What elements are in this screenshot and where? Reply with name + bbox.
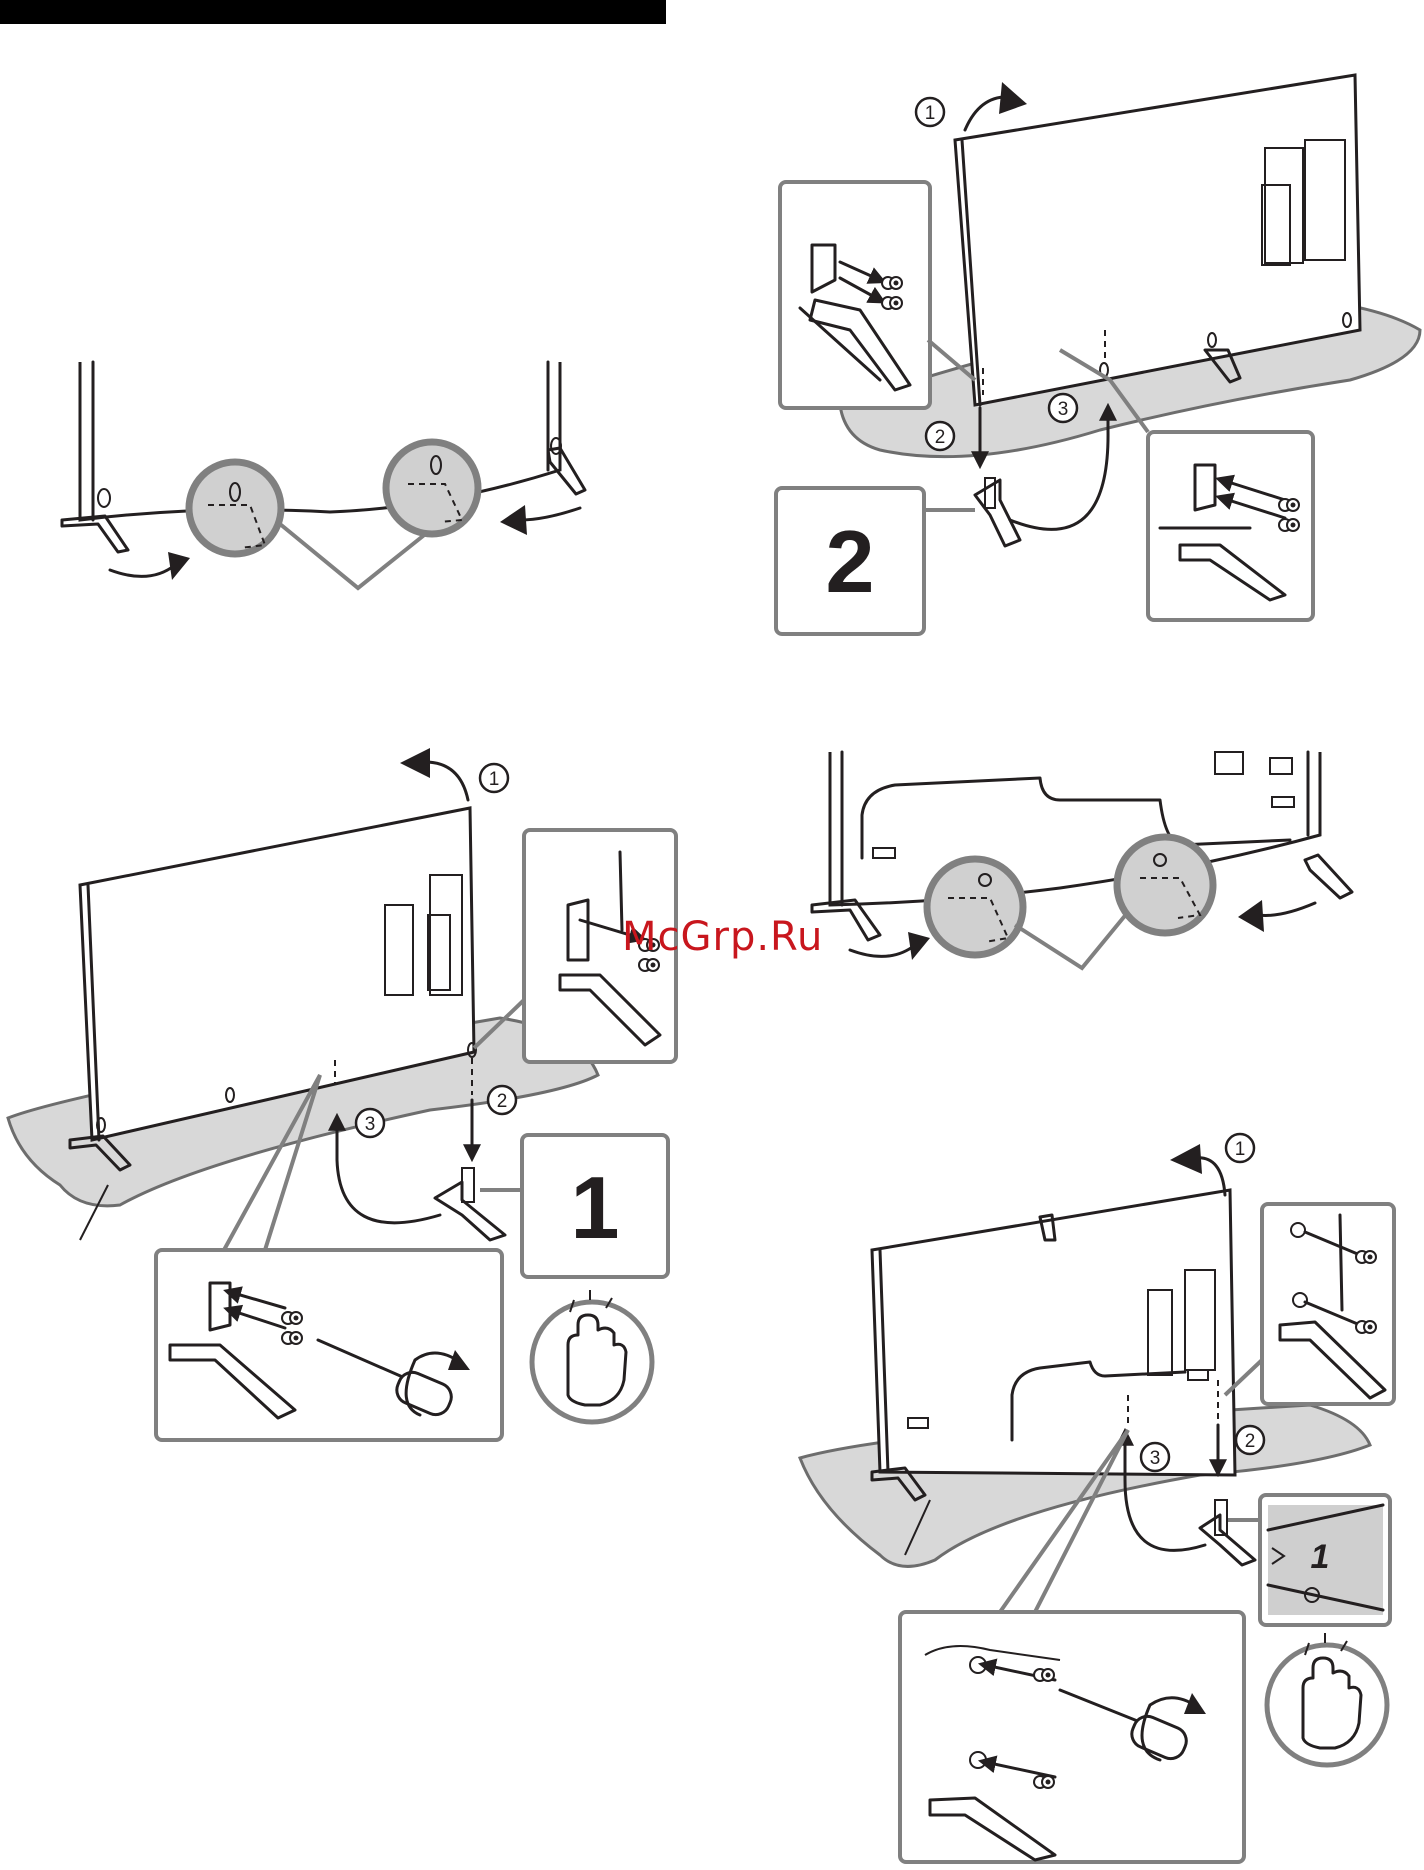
marker-3: 3 — [1058, 399, 1069, 420]
watermark: McGrp.Ru — [622, 914, 823, 960]
panel-remove-stand — [62, 362, 585, 588]
screw-icon — [1034, 1669, 1054, 1681]
marker-1: 1 — [1235, 1139, 1246, 1160]
marker-1: 1 — [489, 769, 500, 790]
hand-press-icon — [1267, 1633, 1387, 1765]
panel-remove-stand-rear — [812, 752, 1352, 968]
screw-icon — [1279, 499, 1299, 511]
screw-icon — [1034, 1776, 1054, 1788]
marker-1: 1 — [925, 103, 936, 124]
hand-press-icon — [532, 1290, 652, 1422]
screw-icon — [1356, 1251, 1376, 1263]
screw-icon — [282, 1332, 302, 1344]
marker-2: 2 — [497, 1091, 508, 1112]
panel-glyph: 1 — [1311, 1538, 1330, 1576]
panel-step-1: 1 2 3 — [8, 748, 676, 1440]
panel-step-2: 1 2 3 2 — [776, 75, 1420, 634]
screw-icon — [1279, 519, 1299, 531]
screw-icon — [882, 297, 902, 309]
highlight-ring — [189, 462, 281, 554]
marker-3: 3 — [1150, 1448, 1161, 1469]
highlight-ring — [1117, 837, 1213, 933]
screw-icon — [1356, 1321, 1376, 1333]
header-bar — [0, 0, 666, 24]
highlight-ring — [927, 859, 1023, 955]
panel-step-attach-rear: 1 2 3 1 — [800, 1134, 1394, 1862]
screw-icon — [882, 277, 902, 289]
highlight-ring — [386, 442, 478, 534]
screw-icon — [639, 959, 659, 971]
marker-3: 3 — [365, 1114, 376, 1135]
screw-icon — [282, 1312, 302, 1324]
marker-2: 2 — [1245, 1431, 1256, 1452]
marker-2: 2 — [935, 427, 946, 448]
step-number-box: 2 — [826, 512, 875, 611]
step-number-box: 1 — [571, 1158, 620, 1257]
